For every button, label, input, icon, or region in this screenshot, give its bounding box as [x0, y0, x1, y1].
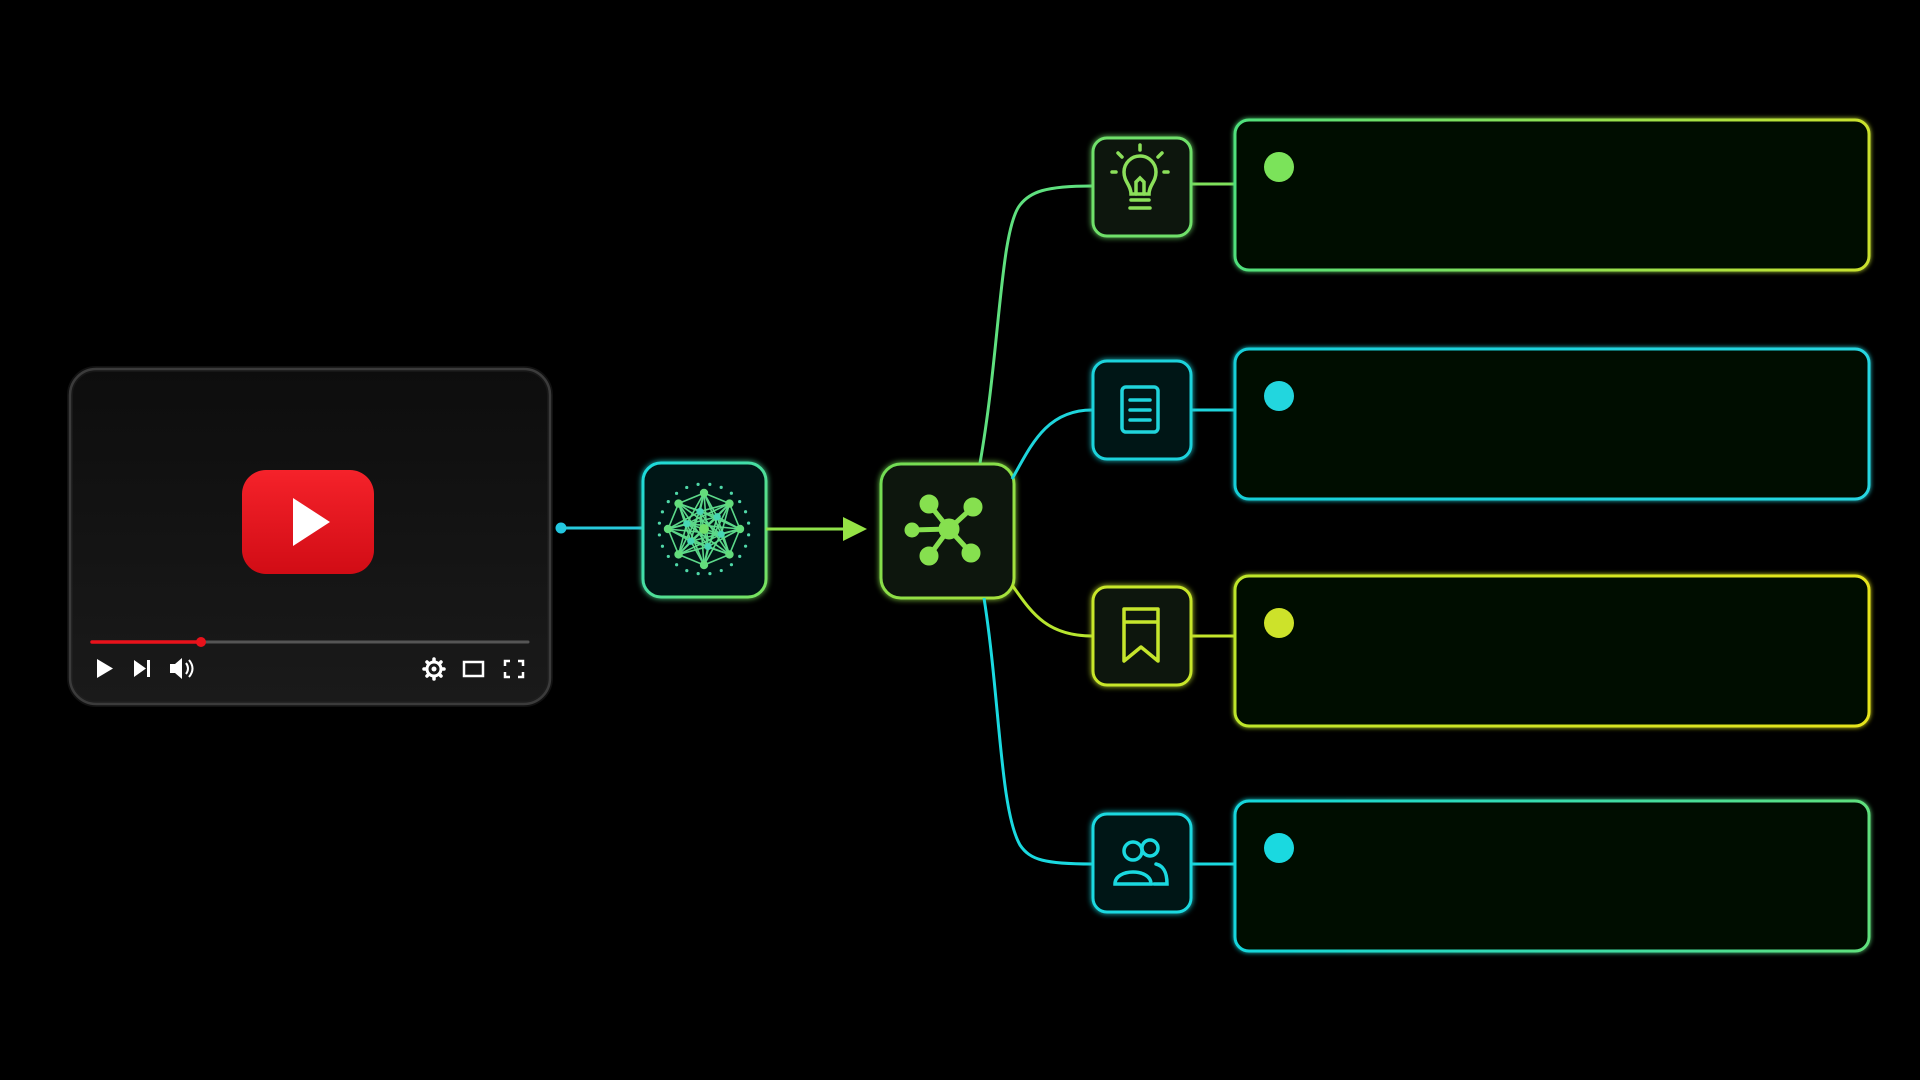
neural-network-node: [717, 530, 725, 538]
connector-player-to-ai: [555, 522, 643, 534]
neural-network-dot: [747, 533, 751, 537]
branch-connectors: [978, 182, 1235, 866]
neural-network-node: [725, 499, 734, 508]
neural-network-dot: [729, 491, 733, 495]
neural-network-node: [696, 507, 704, 516]
volume-icon[interactable]: [170, 658, 194, 679]
neural-network-node: [725, 550, 734, 559]
neural-network-dot: [696, 482, 700, 486]
neural-network-dot: [743, 510, 748, 514]
neural-network-dot: [657, 521, 661, 525]
neural-network-node: [683, 520, 691, 528]
neural-network-node: [704, 542, 712, 551]
neural-network-dot: [666, 500, 670, 504]
lightbulb-icon: [1110, 143, 1170, 210]
output-card-1[interactable]: [1233, 118, 1871, 272]
neural-network-dot: [743, 544, 748, 548]
skip-next-icon[interactable]: [134, 660, 150, 677]
neural-network-dot: [738, 499, 742, 504]
neural-network-dot: [685, 485, 689, 490]
neural-network-node: [699, 524, 709, 534]
output-card-bullet: [1264, 833, 1294, 863]
settings-icon[interactable]: [422, 657, 446, 681]
output-card-bullet: [1264, 381, 1294, 411]
neural-network-icon: [657, 482, 751, 576]
neural-network-dot: [666, 554, 670, 559]
neural-network-dot: [729, 563, 734, 567]
output-card-bullet: [1264, 608, 1294, 638]
progress-scrubber[interactable]: [196, 637, 206, 647]
neural-network-dot: [685, 568, 689, 573]
video-player[interactable]: [67, 366, 553, 707]
play-icon[interactable]: [97, 659, 113, 678]
neural-network-node: [699, 488, 709, 498]
output-card-3[interactable]: [1233, 574, 1871, 728]
neural-network-dot: [660, 510, 665, 514]
connector-ai-to-hub: [766, 517, 867, 541]
output-node-4[interactable]: [1091, 812, 1193, 914]
theater-mode-icon[interactable]: [462, 660, 485, 678]
neural-network-dot: [674, 491, 679, 495]
bookmark-icon: [1122, 607, 1160, 663]
video-progress-bar[interactable]: [90, 637, 530, 647]
output-node-3[interactable]: [1091, 585, 1193, 687]
neural-network-dot: [708, 572, 712, 576]
neural-network-dot: [708, 482, 712, 486]
fullscreen-icon[interactable]: [503, 659, 525, 679]
neural-network-dot: [675, 563, 679, 567]
neural-network-dot: [719, 568, 723, 573]
neural-network-dot: [657, 533, 661, 537]
neural-network-dot: [738, 554, 742, 558]
neural-network-dot: [696, 572, 700, 576]
youtube-play-logo[interactable]: [242, 470, 374, 574]
neural-network-node: [674, 499, 683, 508]
neural-network-node: [713, 513, 721, 521]
output-card-2[interactable]: [1233, 347, 1871, 501]
output-node-1[interactable]: [1091, 136, 1193, 238]
neural-network-dot: [660, 544, 665, 548]
neural-network-node: [699, 560, 709, 570]
output-cards: [1233, 118, 1871, 953]
neural-network-node: [687, 537, 695, 545]
output-card-bullet: [1264, 152, 1294, 182]
network-hub-icon: [904, 494, 983, 566]
branch-to-output-1: [978, 184, 1093, 464]
neural-network-node: [674, 550, 683, 559]
branch-to-output-3: [1010, 584, 1093, 638]
neural-network-dot: [719, 485, 723, 490]
users-icon: [1113, 838, 1169, 886]
document-icon: [1120, 385, 1160, 434]
neural-network-dot: [747, 521, 751, 525]
branch-to-output-4: [982, 597, 1093, 866]
branch-to-output-2: [1010, 408, 1093, 480]
output-card-4[interactable]: [1233, 799, 1871, 953]
neural-network-node: [735, 524, 745, 534]
neural-network-node: [663, 524, 673, 534]
